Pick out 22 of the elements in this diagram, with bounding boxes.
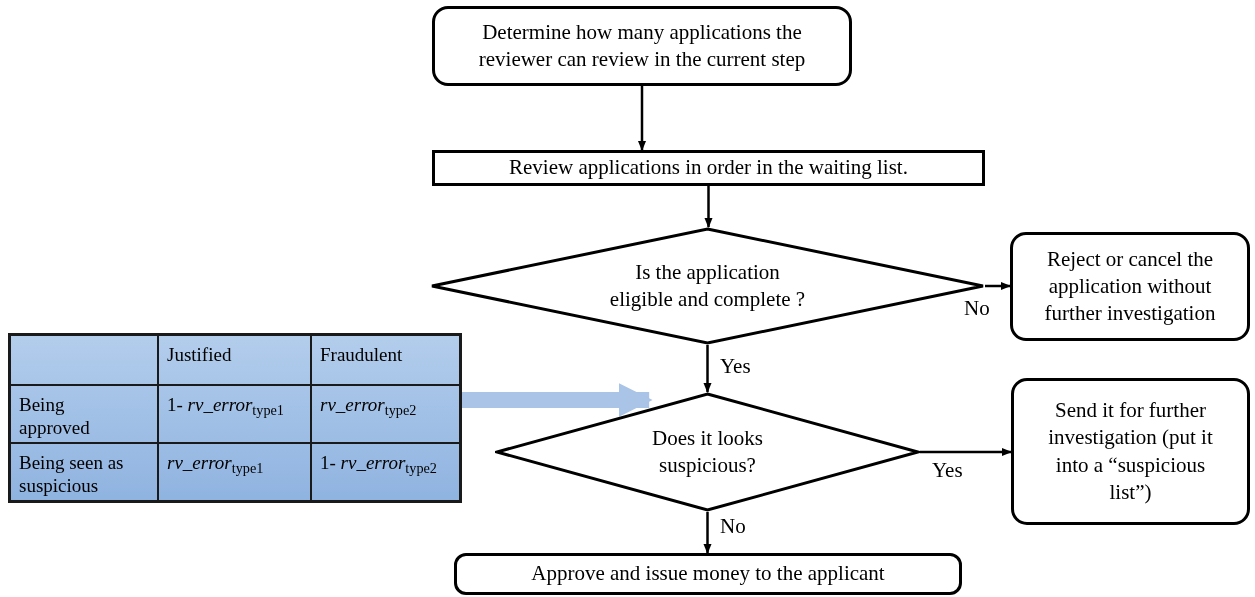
table-cell: Being seen as suspicious bbox=[10, 443, 158, 501]
table-cell: Being approved bbox=[10, 385, 158, 443]
terminal-box: Approve and issue money to the applicant bbox=[454, 553, 962, 595]
decision-diamond: Does it looks suspicious? bbox=[495, 392, 920, 512]
arrow bbox=[638, 86, 646, 151]
table-cell: rv_error$_{type2}$ bbox=[311, 385, 460, 443]
terminal-box: Send it for further investigation (put it into a “suspicious list”) bbox=[1011, 378, 1250, 525]
block-arrow bbox=[462, 383, 653, 417]
arrow bbox=[703, 512, 712, 554]
arrow bbox=[985, 282, 1011, 290]
table-cell: 1- rv_error$_{type1}$ bbox=[158, 385, 311, 443]
process-box: Review applications in order in the waiting list. bbox=[432, 150, 985, 186]
arrow bbox=[703, 345, 712, 393]
arrow bbox=[920, 448, 1012, 456]
table-cell: 1- rv_error$_{type2}$ bbox=[311, 443, 460, 501]
table-cell: rv_error$_{type1}$ bbox=[158, 443, 311, 501]
table-cell: Justified bbox=[158, 335, 311, 385]
arrow bbox=[704, 186, 713, 228]
terminal-box: Reject or cancel the application without further investigation bbox=[1010, 232, 1250, 341]
start-box: Determine how many applications the reviewer can review in the current step bbox=[432, 6, 852, 86]
table-cell: Fraudulent bbox=[311, 335, 460, 385]
probability-table bbox=[8, 333, 462, 503]
